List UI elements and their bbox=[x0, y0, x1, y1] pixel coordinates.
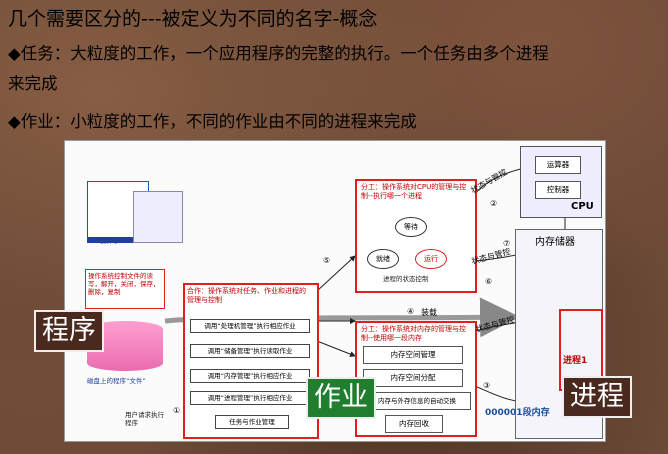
bullet-job-text: 作业：小粒度的工作，不同的作业由不同的进程来完成 bbox=[21, 112, 417, 131]
bullet-task-cont: 来完成 bbox=[8, 70, 58, 94]
num-5: ⑤ bbox=[323, 256, 330, 265]
step-process: 调用“进程管理”执行相应作业 bbox=[190, 391, 310, 405]
num-7: ⑦ bbox=[503, 239, 510, 248]
num-3: ③ bbox=[483, 381, 490, 390]
state-wait: 等待 bbox=[395, 217, 427, 237]
user-request: 用户请求执行程序 bbox=[125, 411, 165, 427]
process1-label: 进程1 bbox=[563, 353, 587, 366]
bullet-marker: ◆ bbox=[8, 112, 21, 131]
bullet-job: ◆作业：小粒度的工作，不同的作业由不同的进程来完成 bbox=[8, 108, 417, 132]
num-2: ② bbox=[490, 199, 497, 208]
step-processor: 调用“处理机管理”执行相应作业 bbox=[190, 319, 310, 333]
notes-icon bbox=[133, 191, 183, 243]
book-label: 操作手 bbox=[100, 237, 120, 245]
state-ready: 就绪 bbox=[367, 249, 399, 269]
memory-label: 内存储器 bbox=[535, 233, 575, 248]
load-label: 装载 bbox=[421, 307, 437, 318]
bullet-task: ◆任务：大粒度的工作，一个应用程序的完整的执行。一个任务由多个进程 bbox=[8, 40, 549, 64]
tag-job: 作业 bbox=[306, 377, 376, 419]
job-mgmt-header: 合作：操作系统对任务、作业和进程的管理与控制 bbox=[187, 287, 311, 305]
num-1: ① bbox=[173, 406, 180, 415]
tag-program: 程序 bbox=[34, 310, 104, 352]
segment-label: 000001段内存 bbox=[485, 405, 550, 418]
mem-reclaim: 内存回收 bbox=[385, 415, 443, 433]
mem-alloc: 内存空间分配 bbox=[363, 369, 463, 387]
alu-box: 运算器 bbox=[535, 156, 581, 174]
control-box: 控制器 bbox=[535, 181, 581, 199]
cpu-mgmt-header: 分工：操作系统对CPU的管理与控制--执行哪一个进程 bbox=[361, 183, 469, 201]
tag-process: 进程 bbox=[562, 376, 632, 418]
step-storage: 调用“储备管理”执行读取作业 bbox=[190, 344, 310, 358]
mem-swap: 内存与外存信息的自动交换 bbox=[363, 392, 471, 410]
step-memory: 调用“内存管理”执行相应作业 bbox=[190, 369, 310, 383]
disk-label: 磁盘上的程序“文件” bbox=[87, 377, 146, 385]
state-running: 运行 bbox=[415, 249, 447, 269]
os-desc: 操作系统控制文件的读写，解开，关闭，保存，删除，复制 bbox=[88, 272, 162, 296]
bullet-task-text: 任务：大粒度的工作，一个应用程序的完整的执行。一个任务由多个进程 bbox=[21, 44, 549, 63]
bullet-marker: ◆ bbox=[8, 44, 21, 63]
num-6: ⑥ bbox=[485, 277, 492, 286]
step-task-job: 任务与作业管理 bbox=[215, 415, 289, 429]
cpu-label: CPU bbox=[571, 201, 594, 212]
mem-mgmt-header: 分工：操作系统对内存的管理与控制--使用哪一段内存 bbox=[361, 325, 469, 343]
mem-space-mgmt: 内存空间管理 bbox=[363, 346, 463, 364]
page-title: 几个需要区分的---被定义为不同的名字-概念 bbox=[8, 4, 377, 31]
state-caption: 进程的状态控制 bbox=[383, 275, 429, 283]
num-4: ④ bbox=[407, 307, 414, 316]
